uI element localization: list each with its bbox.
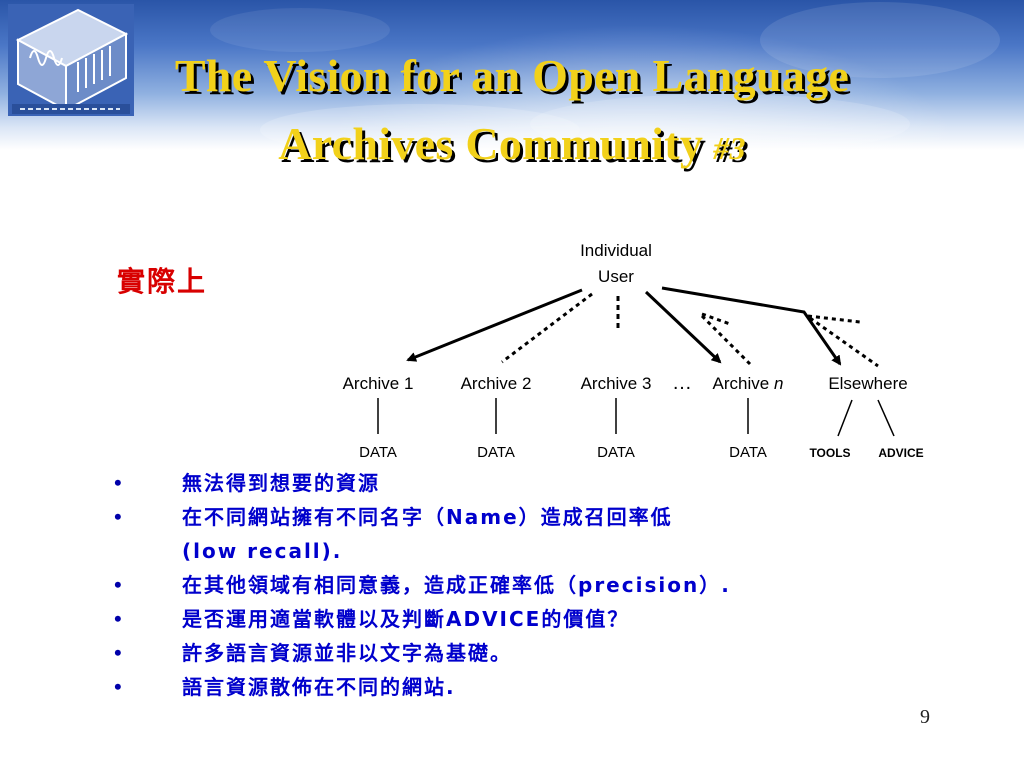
- diagram-ellipsis: …: [672, 372, 692, 394]
- page-number: 9: [920, 706, 930, 728]
- user-label-line-2: User: [598, 267, 634, 286]
- section-heading: 實際上: [117, 265, 208, 298]
- title-line-2-text: Archives Community: [278, 118, 704, 169]
- bullet-item: • 在其他領域有相同意義，造成正確率低（precision）.: [112, 568, 932, 602]
- data-label-archive-n: DATA: [729, 444, 767, 461]
- edge-dotted-archive-n-a: [701, 312, 731, 326]
- edge-elsewhere-advice: [877, 399, 895, 437]
- data-label-archive-2: DATA: [477, 444, 515, 461]
- bullet-item: • 是否運用適當軟體以及判斷ADVICE的價值？: [112, 602, 932, 636]
- edge-dotted-elsewhere-b: [809, 316, 879, 368]
- title-suffix: #3: [713, 130, 746, 166]
- bullet-item: • 在不同網站擁有不同名字（Name）造成召回率低 (low recall).: [112, 500, 932, 568]
- data-label-archive-3: DATA: [597, 444, 635, 461]
- edge-user-archive-2: [501, 292, 593, 364]
- title-line-1: The Vision for an Open Language: [174, 50, 850, 101]
- user-label-line-1: Individual: [580, 241, 652, 260]
- bullet-text: 許多語言資源並非以文字為基礎。: [182, 641, 512, 665]
- edge-dotted-elsewhere-a: [807, 314, 861, 324]
- label-tools: TOOLS: [809, 446, 850, 460]
- node-archive-1: Archive 1: [343, 374, 414, 393]
- edge-user-elsewhere: [661, 286, 842, 366]
- open-language-archives-logo-icon: [8, 4, 134, 116]
- bullet-symbol: •: [114, 572, 124, 597]
- header-banner: [0, 0, 1024, 150]
- bullet-item: • 許多語言資源並非以文字為基礎。: [112, 636, 932, 670]
- bullet-text: 無法得到想要的資源: [182, 471, 380, 495]
- node-archive-2: Archive 2: [461, 374, 532, 393]
- bullet-item: • 語言資源散佈在不同的網站.: [112, 670, 932, 704]
- bullet-item: • 無法得到想要的資源: [112, 466, 932, 500]
- bullet-symbol: •: [114, 606, 124, 631]
- node-archive-n: Archive n: [713, 374, 784, 393]
- bullet-text: 語言資源散佈在不同的網站.: [182, 675, 456, 699]
- data-label-archive-1: DATA: [359, 444, 397, 461]
- bullet-text: 是否運用適當軟體以及判斷ADVICE的價值？: [182, 607, 630, 631]
- edge-user-archive-n: [644, 290, 722, 364]
- slide-title: The Vision for an Open Language Archives…: [0, 42, 1024, 182]
- edge-user-archive-1: [406, 288, 583, 362]
- bullet-symbol: •: [114, 674, 124, 699]
- bullet-text: 在其他領域有相同意義，造成正確率低（precision）.: [182, 573, 731, 597]
- banner-decoration: [210, 2, 1000, 150]
- bullet-text: 在不同網站擁有不同名字（Name）造成召回率低 (low recall).: [182, 505, 673, 563]
- bullet-symbol: •: [114, 640, 124, 665]
- edge-dotted-archive-n-b: [700, 314, 752, 366]
- bullet-symbol: •: [114, 504, 124, 529]
- node-archive-n-label: Archive: [713, 374, 774, 393]
- title-line-2: Archives Community#3: [0, 110, 1024, 182]
- archive-access-diagram: Individual User Archive 1 Archive 2 Arch…: [343, 241, 924, 461]
- bullet-symbol: •: [114, 470, 124, 495]
- bullet-list: • 無法得到想要的資源 • 在不同網站擁有不同名字（Name）造成召回率低 (low…: [112, 466, 932, 704]
- label-advice: ADVICE: [878, 446, 923, 460]
- edge-elsewhere-tools: [837, 399, 853, 437]
- node-elsewhere: Elsewhere: [828, 374, 907, 393]
- banner-glow: [260, 0, 1024, 150]
- node-archive-3: Archive 3: [581, 374, 652, 393]
- node-archive-n-suffix: n: [774, 374, 783, 393]
